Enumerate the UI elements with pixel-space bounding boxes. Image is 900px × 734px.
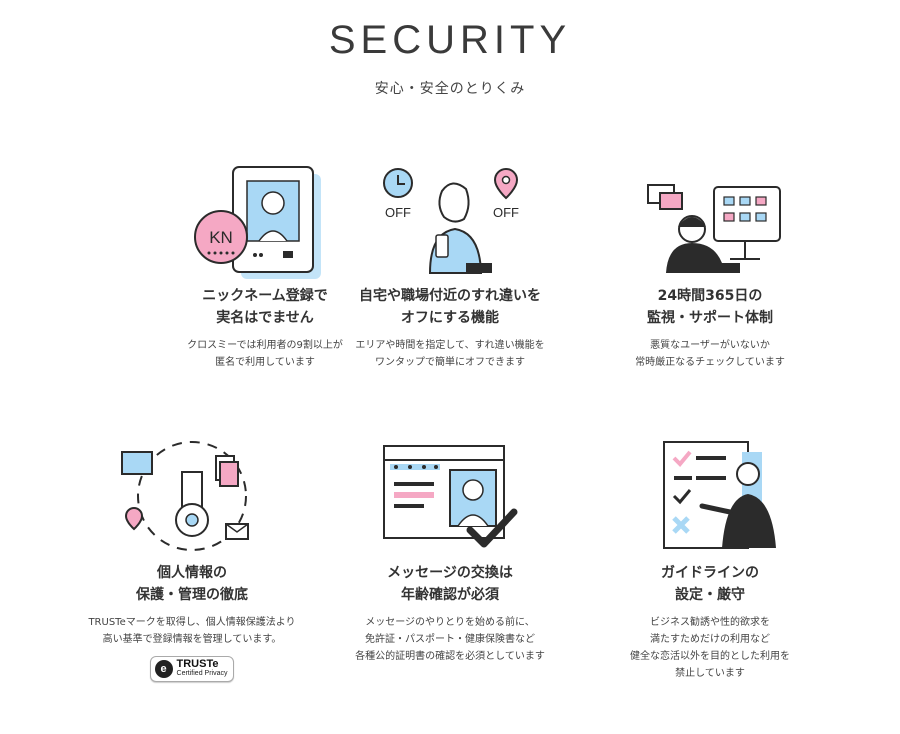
page-subtitle: 安心・安全のとりくみ [374,81,526,97]
feature-description: 悪質なユーザーがいないか 常時厳正なるチェックしています [635,340,785,368]
age-verification-icon [383,445,518,548]
section-heading: SECURITY 安心・安全のとりくみ [0,16,900,98]
location-off-icon: OFF OFF [383,167,519,274]
feature-description: TRUSTeマークを取得し、個人情報保護法より 高い基準で登録情報を管理していま… [88,617,296,645]
feature-card-support: 24時間365日の 監視・サポート体制 悪質なユーザーがいないか 常時厳正なるチ… [580,155,840,371]
guideline-checklist-icon [663,441,776,549]
truste-badge[interactable]: e TRUSTe Certified Privacy [149,656,235,682]
badge-initials: KN [209,228,233,247]
feature-title: 自宅や職場付近のすれ違いを オフにする機能 [359,288,541,326]
truste-subtitle: Certified Privacy [176,670,228,677]
feature-title: 24時間365日の 監視・サポート体制 [647,288,773,326]
feature-card-age-verification: メッセージの交換は 年齢確認が必須 メッセージのやりとりを始める前に、 免許証・… [320,432,580,665]
profile-nickname-icon: KN [194,166,321,279]
feature-description: クロスミーでは利用者の9割以上が 匿名で利用しています [187,340,343,368]
feature-card-nickname: KN ニックネーム登録で 実名はでません クロスミーでは利用者の9割以上が 匿名… [135,155,395,371]
support-monitoring-icon [647,184,781,273]
feature-title: メッセージの交換は 年齢確認が必須 [387,565,513,603]
feature-title: ガイドラインの 設定・厳守 [661,565,759,603]
feature-card-location-off: OFF OFF 自宅や職場付近のすれ違いを オフにする機能 エリアや時間を指定し… [320,155,580,371]
feature-description: メッセージのやりとりを始める前に、 免許証・パスポート・健康保険書など 各種公的… [355,617,545,662]
feature-card-guideline: ガイドラインの 設定・厳守 ビジネス勧誘や性的欲求を 満たすためだけの利用など … [580,432,840,682]
off-label-location: OFF [493,205,519,220]
truste-logo-icon: e [154,660,173,678]
page-title: SECURITY [328,18,572,62]
off-label-time: OFF [385,205,411,220]
feature-card-privacy: 個人情報の 保護・管理の徹底 TRUSTeマークを取得し、個人情報保護法より 高… [62,432,322,682]
feature-title: 個人情報の 保護・管理の徹底 [136,565,248,603]
feature-title: ニックネーム登録で 実名はでません [202,288,328,326]
feature-description: エリアや時間を指定して、すれ違い機能を ワンタップで簡単にオフできます [355,340,545,368]
feature-description: ビジネス勧誘や性的欲求を 満たすためだけの利用など 健全な恋活以外を目的とした利… [630,617,790,679]
truste-brand: TRUSTe [176,658,219,670]
privacy-key-icon [121,441,249,551]
